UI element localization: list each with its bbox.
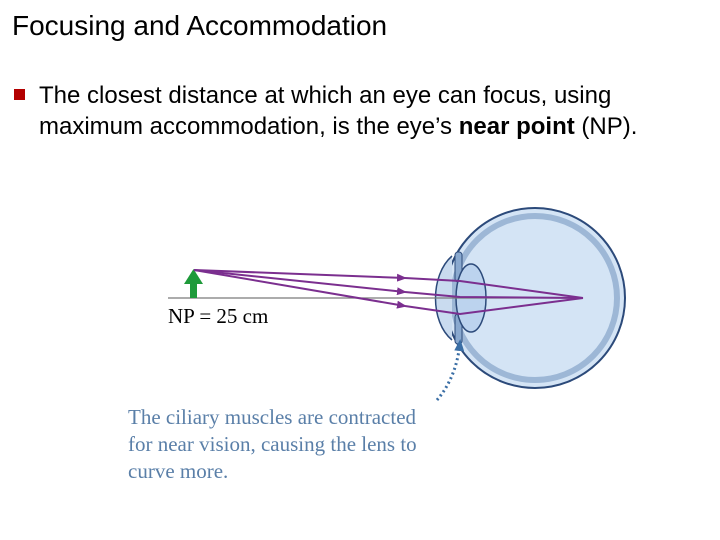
bullet-term-near-point: near point — [458, 113, 575, 140]
ray-lower — [193, 269, 407, 309]
caption-line-2: for near vision, causing the lens to — [128, 432, 417, 456]
light-rays — [193, 269, 584, 316]
ciliary-caption: The ciliary muscles are contracted for n… — [128, 405, 417, 483]
ray-middle — [193, 269, 407, 296]
bullet-text: The closest distance at which an eye can… — [39, 80, 679, 142]
caption-line-3: curve more. — [128, 459, 228, 483]
bullet-text-part1: The closest distance at which an eye can… — [39, 82, 612, 140]
bullet-text-part2: (NP). — [574, 113, 638, 140]
ciliary-pointer-arrow — [435, 339, 465, 401]
bullet-square-icon — [14, 89, 25, 100]
ray-upper — [193, 269, 407, 282]
slide-title: Focusing and Accommodation — [12, 10, 388, 41]
object-arrow-icon — [184, 269, 203, 298]
np-distance-label: NP = 25 cm — [168, 304, 268, 328]
bullet-point: The closest distance at which an eye can… — [14, 80, 704, 142]
caption-line-1: The ciliary muscles are contracted — [128, 405, 417, 429]
